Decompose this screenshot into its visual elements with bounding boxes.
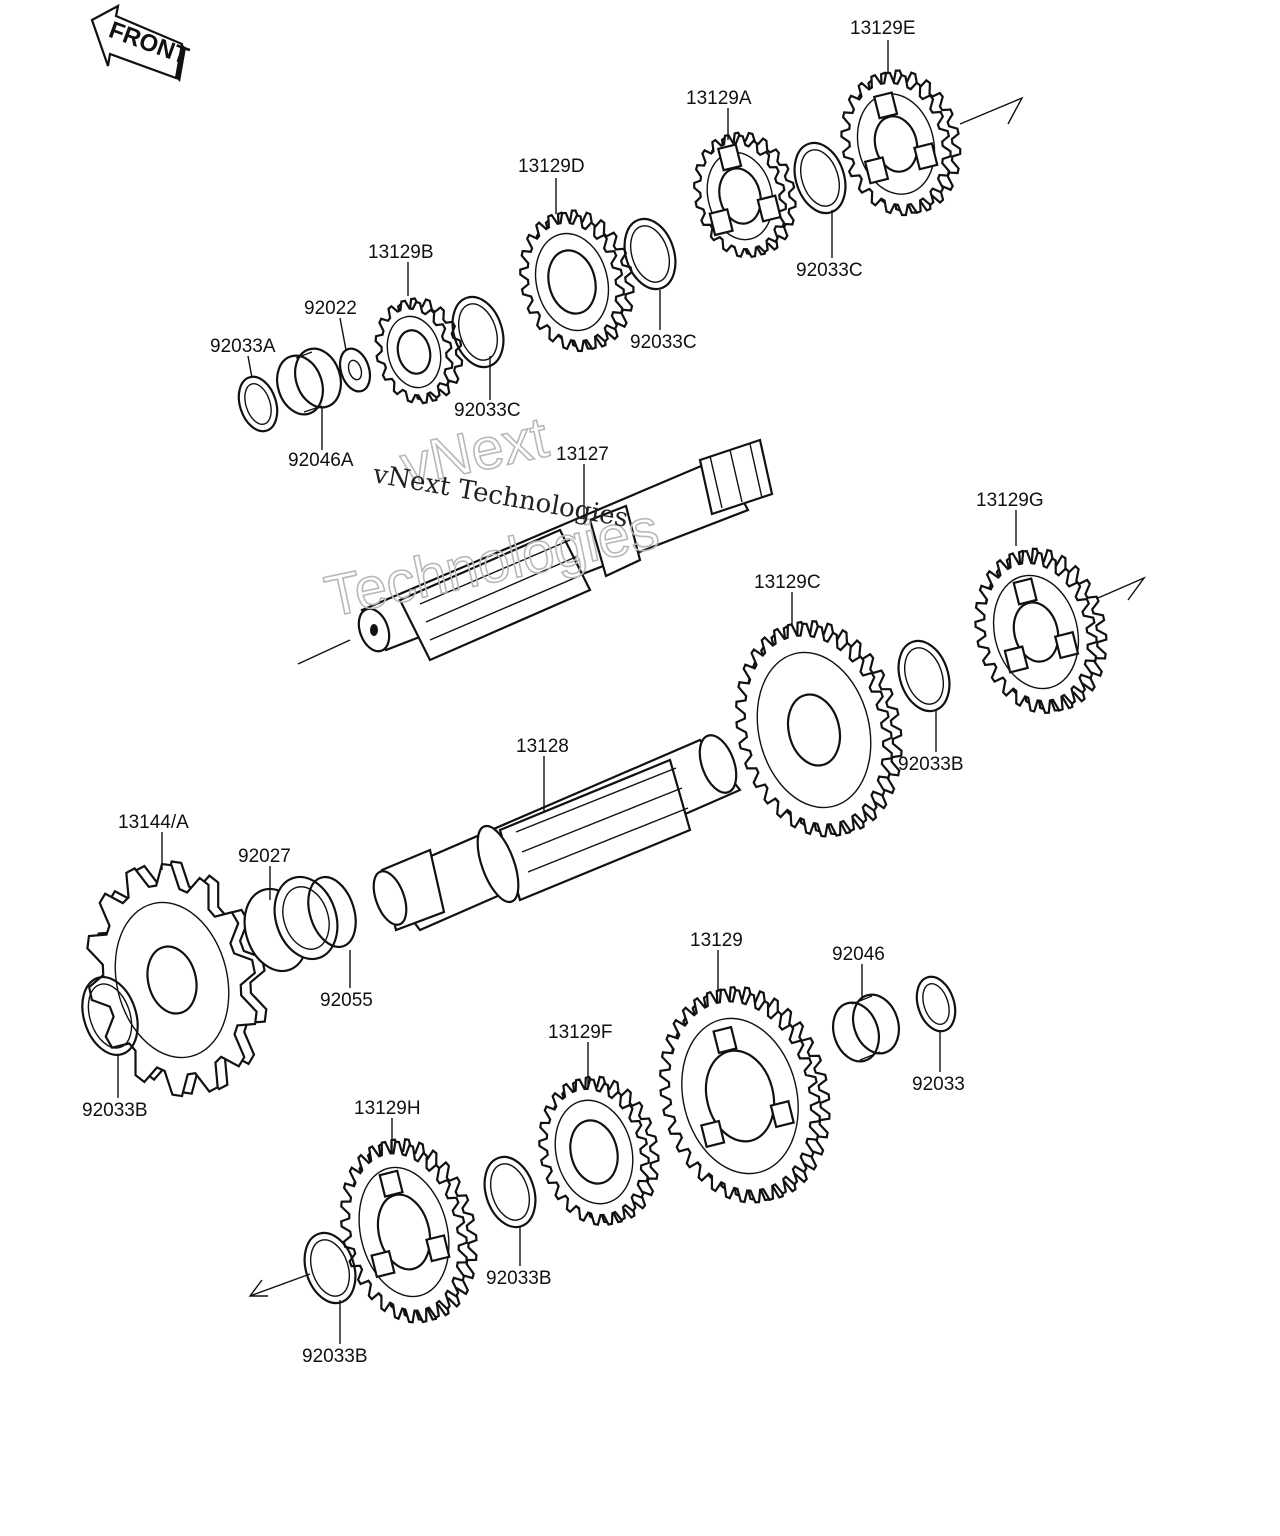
gear-13129A-icon — [693, 131, 797, 259]
shaft-13127-icon — [297, 438, 774, 665]
label-13129H: 13129H — [354, 1098, 421, 1119]
gear-13129-icon — [659, 986, 831, 1204]
label-13129E: 13129E — [850, 18, 916, 39]
label-92033B-mid: 92033B — [486, 1268, 552, 1289]
circlip-92033C-top-icon — [793, 141, 847, 215]
circlip-92033B-mid-icon — [483, 1155, 537, 1229]
label-92033B-bottom: 92033B — [302, 1346, 368, 1367]
label-92033C-left: 92033C — [454, 400, 521, 421]
gear-13129D-icon — [519, 209, 635, 353]
label-92027: 92027 — [238, 846, 291, 867]
label-92033B-right: 92033B — [898, 754, 964, 775]
axis-line-bottom-icon — [248, 1273, 311, 1297]
label-92046A: 92046A — [288, 450, 354, 471]
label-92033C-mid: 92033C — [630, 332, 697, 353]
label-13129G: 13129G — [976, 490, 1044, 511]
gear-13129E-icon — [840, 69, 962, 217]
label-92022: 92022 — [304, 298, 357, 319]
label-92033B-sprocket: 92033B — [82, 1100, 148, 1121]
oring-92055-icon — [307, 875, 357, 949]
label-13129F: 13129F — [548, 1022, 612, 1043]
circlip-92033C-mid-icon — [623, 217, 677, 291]
circlip-92033C-left-icon — [451, 295, 505, 369]
label-92033A: 92033A — [210, 336, 276, 357]
label-92055: 92055 — [320, 990, 373, 1011]
label-13129: 13129 — [690, 930, 743, 951]
circlip-92033A-icon — [237, 375, 279, 433]
circlip-92033B-right-icon — [897, 639, 951, 713]
leader-lines — [117, 40, 1017, 1344]
label-13129D: 13129D — [518, 156, 585, 177]
needle-bearing-92046-icon — [832, 993, 900, 1063]
washer-92022-icon — [338, 347, 372, 393]
label-13129A: 13129A — [686, 88, 752, 109]
label-13127: 13127 — [556, 444, 609, 465]
shaft-13128-icon — [372, 734, 742, 932]
gear-13129G-icon — [974, 547, 1108, 714]
label-13129C: 13129C — [754, 572, 821, 593]
part-labels: 13129E 13129A 13129D 13129B 92022 92033A… — [82, 18, 1044, 1367]
gear-13129F-icon — [538, 1075, 660, 1226]
axis-line-mid-icon — [1097, 576, 1147, 601]
front-arrow-icon: FRONT — [90, 3, 193, 82]
label-13129B: 13129B — [368, 242, 434, 263]
label-92033: 92033 — [912, 1074, 965, 1095]
label-92033C-top: 92033C — [796, 260, 863, 281]
label-13144A: 13144/A — [118, 812, 189, 833]
gear-13129H-icon — [340, 1138, 478, 1324]
gear-13129B-icon — [374, 297, 464, 405]
circlip-92033B-sprocket-icon — [81, 976, 139, 1056]
label-13128: 13128 — [516, 736, 569, 757]
watermark: vNext Technologies vNext Technologies — [319, 404, 665, 631]
gear-13129C-icon — [735, 620, 903, 838]
needle-bearing-92046A-icon — [276, 347, 342, 416]
axis-line-top-icon — [959, 96, 1024, 125]
circlip-92033-icon — [915, 975, 957, 1033]
label-92046: 92046 — [832, 944, 885, 965]
